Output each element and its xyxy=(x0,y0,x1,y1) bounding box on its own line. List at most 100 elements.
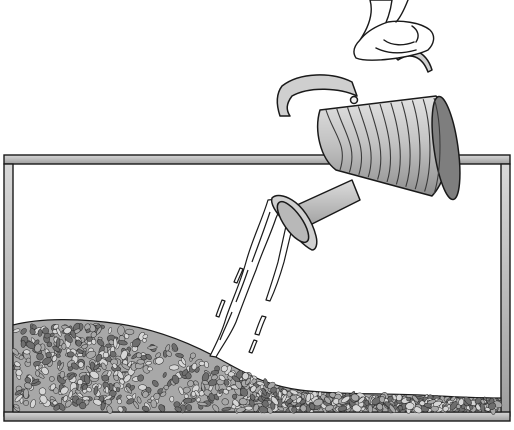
gravel-pebble xyxy=(14,389,23,396)
gravel-pebble xyxy=(464,396,472,406)
gravel-pebble xyxy=(397,405,404,411)
gravel-pebble xyxy=(117,325,125,336)
gravel-pebble xyxy=(147,366,153,372)
gravel-pebble xyxy=(138,384,147,391)
gravel-pebble xyxy=(449,401,458,411)
gravel-pebble xyxy=(211,374,218,381)
gravel-pebble xyxy=(104,398,112,405)
gravel-pebble xyxy=(160,391,167,397)
gravel-pebble xyxy=(66,351,75,358)
gravel-pebble xyxy=(221,406,232,412)
gravel-pebble xyxy=(137,374,144,382)
gravel-pebble xyxy=(31,378,40,384)
gravel-pebble xyxy=(197,401,208,406)
tank-top-rim xyxy=(3,154,511,165)
gravel-pebble xyxy=(240,387,248,397)
gravel-pebble xyxy=(20,328,27,335)
gravel-pebble xyxy=(198,361,205,366)
gravel-pebble xyxy=(52,400,58,406)
gravel-pebble xyxy=(106,405,113,414)
gravel-pebble xyxy=(301,394,305,399)
tank-bottom-rim xyxy=(3,411,511,422)
gravel-pebble xyxy=(25,357,31,363)
gravel-pebble xyxy=(101,374,110,382)
gravel-pebble xyxy=(55,353,61,358)
watering-can-rib xyxy=(357,106,372,178)
gravel-pebble xyxy=(112,363,118,369)
watering-can-rib xyxy=(411,100,421,190)
gravel-pebble xyxy=(104,386,109,394)
gravel-pebble xyxy=(218,388,224,394)
water-stream-inner-1 xyxy=(219,211,271,341)
gravel-pebble xyxy=(49,376,55,382)
gravel-pebble xyxy=(26,341,36,349)
gravel-pebble xyxy=(163,384,169,390)
gravel-pebble xyxy=(121,363,130,370)
gravel-pebble xyxy=(155,357,164,365)
gravel-pebble xyxy=(270,402,276,410)
gravel-pebble xyxy=(113,337,118,349)
gravel-pebble xyxy=(178,386,184,395)
gravel-pebble xyxy=(388,404,396,414)
gravel-pebble xyxy=(39,394,48,404)
gravel-pebble xyxy=(142,338,147,343)
gravel-pebble xyxy=(270,386,277,394)
gravel-pebble xyxy=(221,398,229,406)
watering-can-rib xyxy=(336,108,353,173)
gravel-pebble xyxy=(105,343,112,348)
gravel-pebble xyxy=(226,386,232,391)
gravel-pebble xyxy=(442,406,449,412)
gravel-pebble xyxy=(93,364,100,371)
gravel-pebble xyxy=(142,334,148,339)
gravel-pebble xyxy=(189,352,196,359)
gravel-pebble xyxy=(109,350,117,358)
gravel-pebble xyxy=(158,404,166,412)
gravel-pebble xyxy=(155,352,161,358)
gravel-pebble xyxy=(108,327,112,334)
gravel-pebble xyxy=(152,379,159,387)
gravel-pebble xyxy=(171,374,180,384)
gravel-pebble xyxy=(367,404,373,413)
gravel-pebble xyxy=(18,355,24,360)
gravel-pebble xyxy=(64,334,73,343)
gravel-pebble xyxy=(278,390,282,399)
gravel-pebble xyxy=(289,389,299,395)
gravel-pebble xyxy=(145,353,152,360)
water-drop-3 xyxy=(233,267,244,284)
gravel-pebble xyxy=(86,386,92,393)
gravel-pebble xyxy=(79,402,87,410)
gravel-pebble xyxy=(200,382,206,392)
gravel-pebble xyxy=(208,392,215,402)
gravel-pebble xyxy=(11,348,19,356)
gravel-pebble xyxy=(145,386,152,393)
gravel-pebble xyxy=(194,390,200,397)
gravel-pebble xyxy=(480,399,485,405)
gravel-pebble xyxy=(136,396,142,404)
gravel-pebble xyxy=(180,357,187,365)
gravel-pebble xyxy=(113,374,120,381)
gravel-pebble xyxy=(191,363,198,370)
gravel-pebble xyxy=(175,353,184,358)
gravel-pebble xyxy=(263,378,269,389)
gravel-pebble xyxy=(150,399,157,409)
gravel-pebble xyxy=(95,353,103,362)
gravel-pebble xyxy=(53,323,59,330)
gravel-pebble xyxy=(196,397,201,403)
gravel-pebble xyxy=(20,340,26,348)
gravel-pebble xyxy=(96,368,101,373)
gravel-pebble xyxy=(126,398,135,405)
gravel-pebble xyxy=(300,404,307,412)
gravel-pebble xyxy=(115,387,120,393)
gravel-pebble xyxy=(141,405,150,412)
gravel-pebble xyxy=(162,372,167,378)
gravel-pebble xyxy=(58,362,65,371)
gravel-pebble xyxy=(57,402,66,411)
gravel-pebble xyxy=(38,387,47,396)
watering-can-rib xyxy=(390,102,401,185)
gravel-pebble xyxy=(49,383,56,391)
gravel-pebble xyxy=(77,379,84,386)
gravel-pebble xyxy=(86,350,97,359)
gravel-pebble xyxy=(96,339,105,347)
gravel-pebble xyxy=(169,364,180,371)
gravel-pebble xyxy=(251,378,257,384)
